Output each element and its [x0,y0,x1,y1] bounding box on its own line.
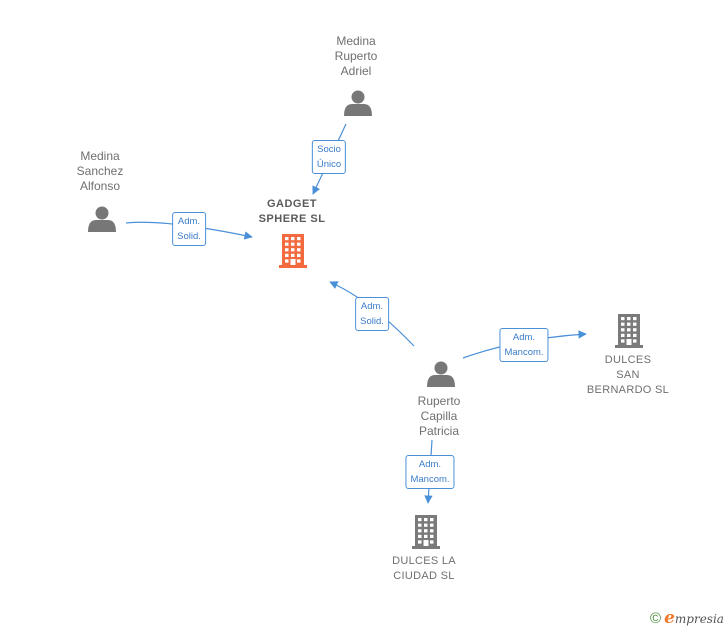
building-icon[interactable] [412,515,440,549]
node-label-dulces-la-ciudad-sl[interactable]: DULCES LA CIUDAD SL [392,555,456,582]
building-icon[interactable] [279,234,307,268]
relation-label[interactable]: Socio Único [311,140,347,174]
person-icon[interactable] [344,90,372,117]
node-label-medina-ruperto-adriel[interactable]: Medina Ruperto Adriel [334,34,378,78]
relation-label[interactable]: Adm. Mancom. [405,455,455,489]
node-label-medina-sanchez-alfonso[interactable]: Medina Sanchez Alfonso [76,149,124,193]
building-icon[interactable] [615,314,643,348]
empresia-logo[interactable]: © empresia [650,608,724,628]
node-label-dulces-san-bernardo-sl[interactable]: DULCES SAN BERNARDO SL [586,354,670,396]
person-icon[interactable] [88,206,116,233]
brand-name: empresia [664,608,724,628]
node-label-gadget-sphere-sl[interactable]: GADGET SPHERE SL [258,198,326,225]
relation-label[interactable]: Adm. Mancom. [499,328,549,362]
relation-label[interactable]: Adm. Solid. [355,297,389,331]
node-label-ruperto-capilla-patricia[interactable]: Ruperto Capilla Patricia [417,394,461,438]
relation-label[interactable]: Adm. Solid. [172,212,206,246]
person-icon[interactable] [427,361,455,388]
copyright-icon: © [650,609,662,627]
nodes-layer [88,90,643,549]
